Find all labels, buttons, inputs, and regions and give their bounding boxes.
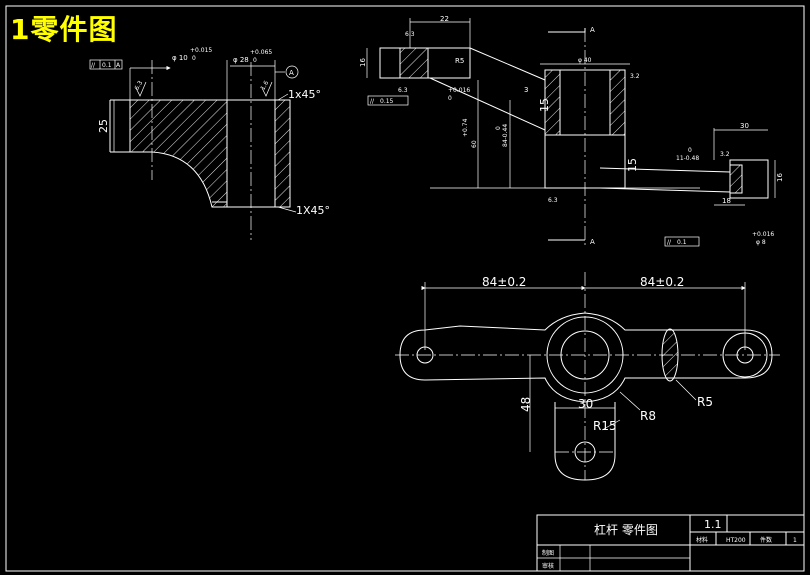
flatness-value: 0.1 xyxy=(102,62,112,69)
chamfer-bottom: 1X45° xyxy=(296,204,330,217)
dim-60: 60 xyxy=(471,140,478,148)
dia-large-tol-up: +0.065 xyxy=(250,49,272,56)
left-hatch-region xyxy=(129,99,228,208)
finish-mark-1: 6.3 xyxy=(133,80,144,92)
dim-30-plan: 30 xyxy=(578,397,593,411)
chamfer-top: 1x45° xyxy=(288,88,321,101)
plan-view: 84±0.2 84±0.2 48 30 R15 xyxy=(395,272,780,481)
section-marker-top: A xyxy=(590,26,595,34)
dim-16-right: 16 xyxy=(776,173,784,182)
section-marker-bottom: A xyxy=(590,238,595,246)
finish-b: 3.2 xyxy=(630,73,640,80)
part-name: 杠杆 零件图 xyxy=(594,522,658,537)
dim-84-tol: 84-0.44 xyxy=(502,124,509,147)
svg-text://: // xyxy=(91,62,96,69)
r5-plan-label: R5 xyxy=(697,395,713,409)
dim-48: 48 xyxy=(519,397,533,412)
r15-label: R15 xyxy=(593,419,617,433)
r8-label: R8 xyxy=(640,409,656,423)
title-block: 杠杆 零件图 1.1 材料 HT200 件数 1 制图 审核 xyxy=(536,514,805,572)
quantity-value: 1 xyxy=(793,537,797,544)
finish-mark-2: 1.6 xyxy=(259,80,270,92)
tol-015: 0.15 xyxy=(380,98,394,105)
dim-16: 16 xyxy=(359,58,367,67)
dia-small-tol-low: 0 xyxy=(192,55,196,62)
tol-016: +0.016 xyxy=(448,87,470,94)
dia-large-tol-low: 0 xyxy=(253,57,257,64)
lever-outline xyxy=(399,312,773,403)
dim-11-up: 0 xyxy=(688,147,692,154)
tol-right-up: +0.016 xyxy=(752,231,774,238)
dim-15-a: 15 xyxy=(538,98,551,112)
dim-18: 18 xyxy=(722,197,731,205)
quantity-label: 件数 xyxy=(760,536,772,544)
material-label: 材料 xyxy=(696,536,708,544)
flatness-right: 0.1 xyxy=(677,239,687,246)
checked-label: 审核 xyxy=(542,562,554,570)
drawn-label: 制图 xyxy=(542,549,554,557)
finish-a: 6.3 xyxy=(405,31,415,38)
page-title: 1零件图 xyxy=(10,13,118,46)
dia-small-label: φ 10 xyxy=(172,54,188,62)
material-value: HT200 xyxy=(726,537,746,544)
tol-016-low: 0 xyxy=(448,95,452,102)
r5-label: R5 xyxy=(455,57,464,65)
dia-small-tol-up: +0.015 xyxy=(190,47,212,54)
datum-a-symbol: A xyxy=(289,69,294,77)
svg-text://: // xyxy=(370,98,375,105)
dim-22: 22 xyxy=(440,15,449,23)
dim-46-tol: +0.74 xyxy=(462,118,469,137)
dim-phi40: φ 40 xyxy=(578,57,592,64)
right-hatch-region xyxy=(274,99,291,208)
finish-d: 6.3 xyxy=(548,197,558,204)
dia-large-label: φ 28 xyxy=(233,56,249,64)
dim-15-b: 15 xyxy=(626,158,639,172)
finish-e: 3.2 xyxy=(720,151,730,158)
drawing-frame xyxy=(5,5,805,572)
flatness-datum: A xyxy=(116,62,121,69)
dia-right: φ 8 xyxy=(756,239,766,246)
right-section-view: 22 16 R5 φ 40 A A xyxy=(359,15,784,247)
label-3: 3 xyxy=(524,86,528,94)
scale-value: 1.1 xyxy=(704,518,722,531)
svg-text://: // xyxy=(667,239,672,246)
dim-84-right: 84±0.2 xyxy=(640,275,684,289)
dim-height-25: 25 xyxy=(97,119,110,133)
dim-11-tol: 11-0.48 xyxy=(676,155,699,162)
dim-84-left: 84±0.2 xyxy=(482,275,526,289)
finish-c: 6.3 xyxy=(398,87,408,94)
dim-0: 0 xyxy=(495,126,502,130)
left-section-view: 25 // 0.1 A φ 10 +0.015 0 φ 28 +0.065 0 … xyxy=(89,47,330,240)
dim-30-right: 30 xyxy=(740,122,749,130)
